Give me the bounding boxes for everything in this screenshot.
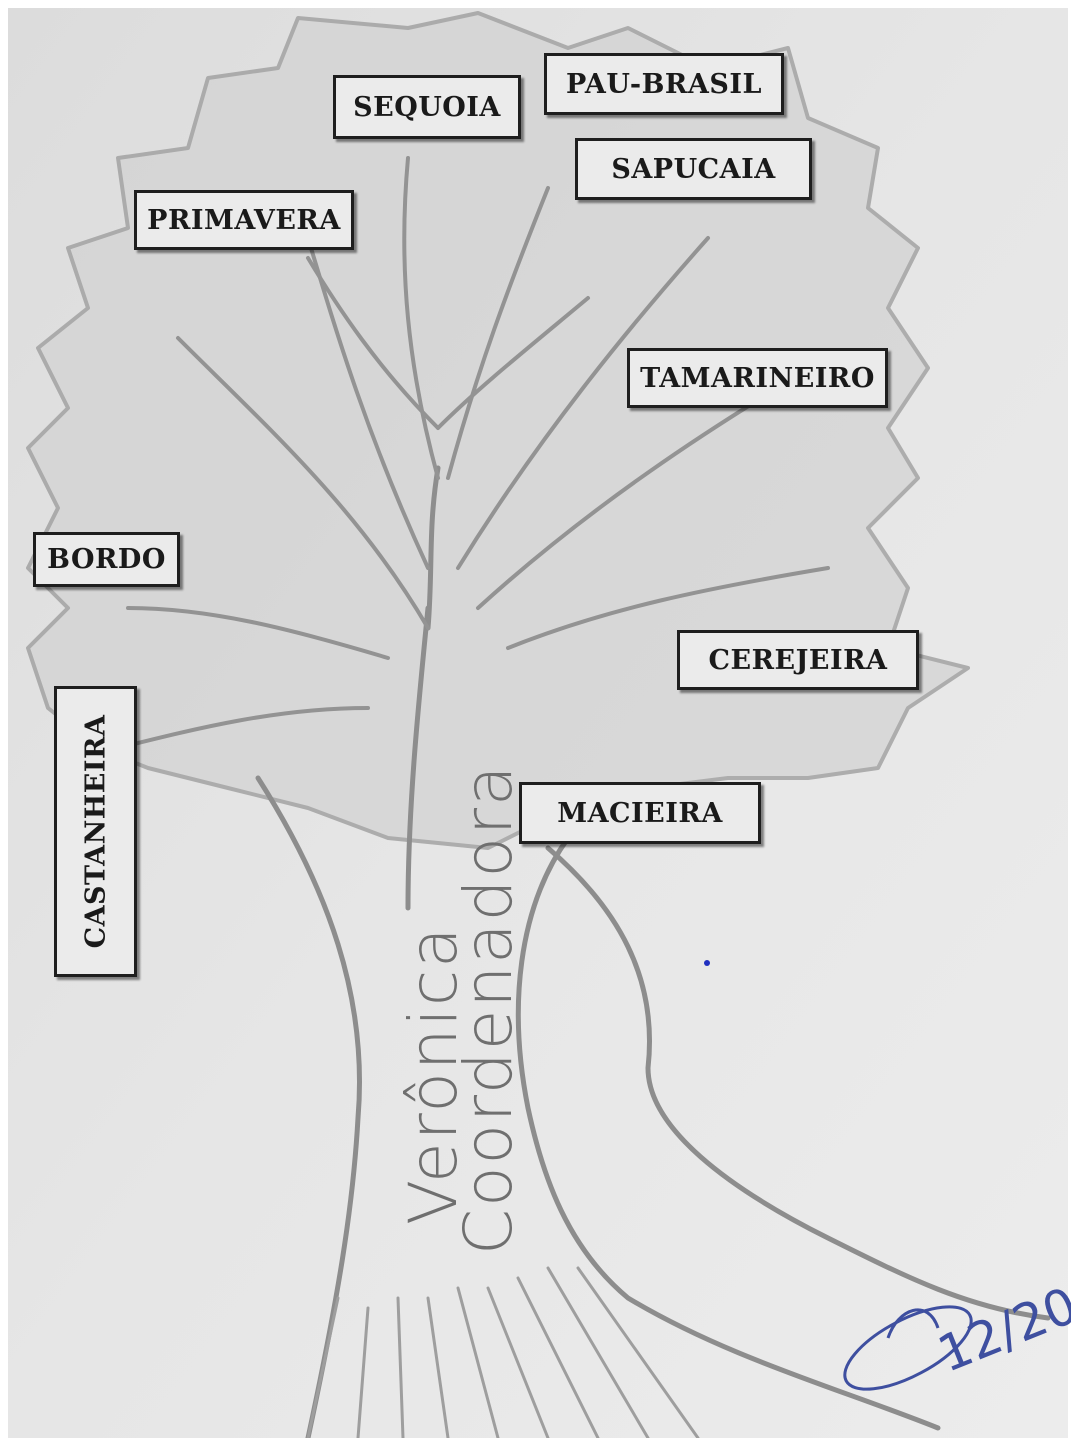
label-macieira-text: MACIEIRA (557, 798, 723, 829)
label-tamarineiro: TAMARINEIRO (627, 348, 888, 408)
label-sapucaia: SAPUCAIA (575, 138, 812, 200)
trunk-role-handwriting: Coordenadora (450, 764, 527, 1255)
label-cerejeira: CEREJEIRA (677, 630, 919, 690)
ink-dot (704, 960, 710, 966)
label-sapucaia-text: SAPUCAIA (611, 154, 775, 185)
label-sequoia: SEQUOIA (333, 75, 521, 139)
label-bordo-text: BORDO (47, 544, 166, 575)
label-castanheira-text: CASTANHEIRA (80, 715, 111, 949)
label-cerejeira-text: CEREJEIRA (709, 645, 888, 676)
label-macieira: MACIEIRA (519, 782, 761, 844)
label-primavera-text: PRIMAVERA (147, 205, 341, 236)
label-primavera: PRIMAVERA (134, 190, 354, 250)
label-tamarineiro-text: TAMARINEIRO (640, 363, 875, 394)
label-sequoia-text: SEQUOIA (353, 92, 501, 123)
label-pau-brasil-text: PAU-BRASIL (566, 69, 762, 100)
label-castanheira: CASTANHEIRA (54, 686, 137, 977)
label-bordo: BORDO (33, 532, 180, 587)
label-pau-brasil: PAU-BRASIL (544, 53, 784, 115)
